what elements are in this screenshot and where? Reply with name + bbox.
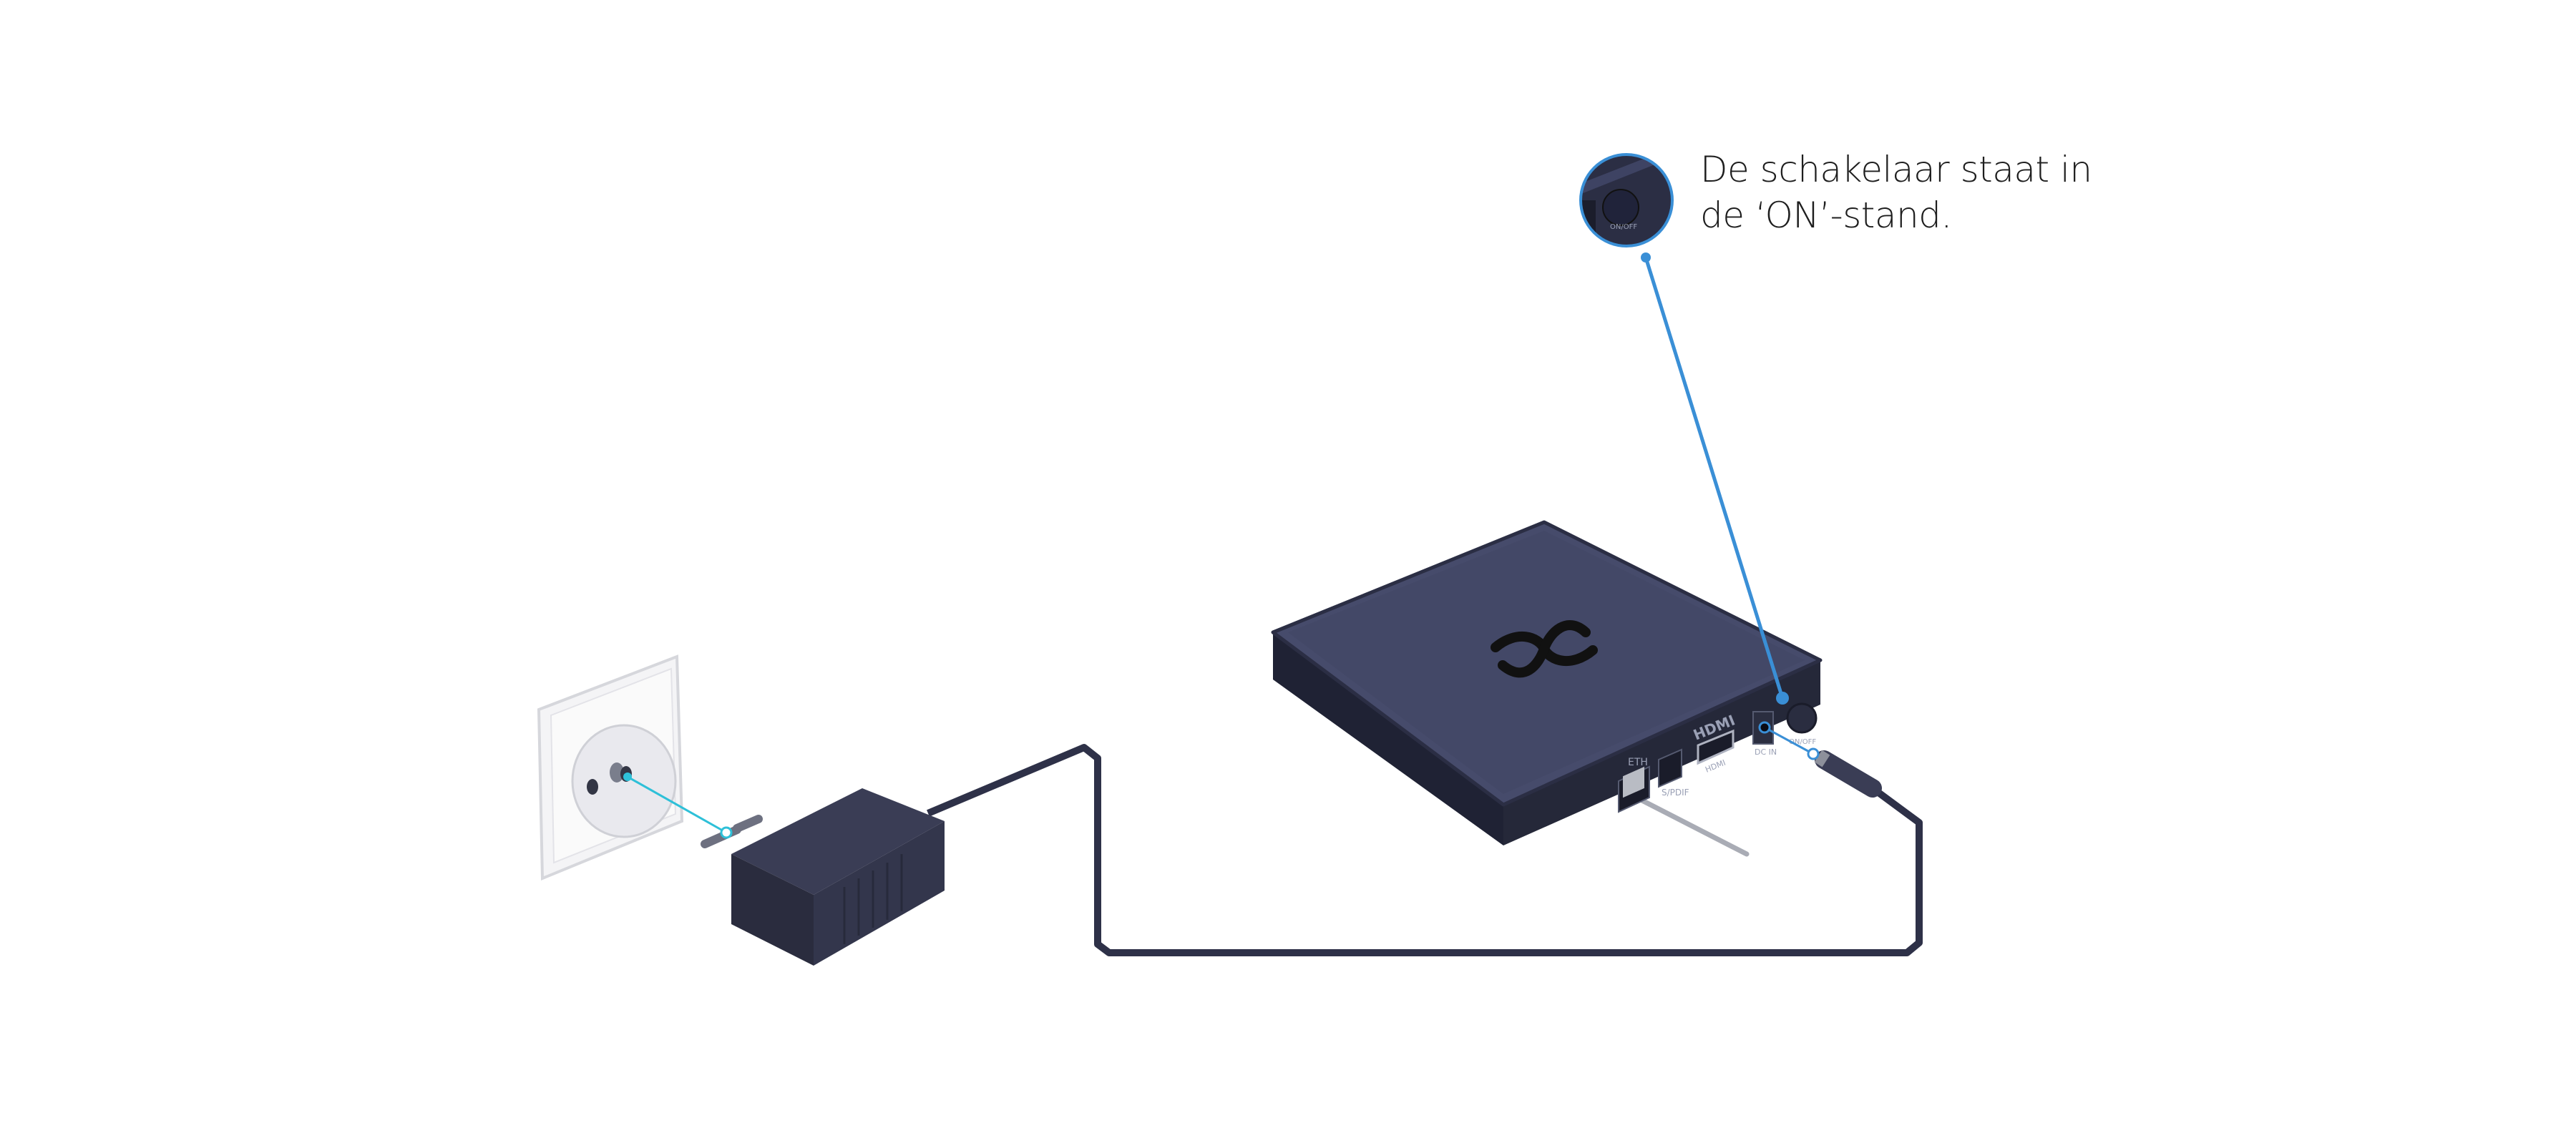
dc-in-port: DC IN — [1752, 711, 1777, 757]
set-top-box: ETH S/PDIF HDMI HDMI DC IN ON/OFF — [1271, 520, 1823, 845]
callout-line-1: De schakelaar staat in — [1700, 149, 2092, 190]
ethernet-cable — [1632, 794, 1750, 857]
socket-indicator — [623, 772, 733, 839]
power-switch-label: ON/OFF — [1789, 738, 1816, 746]
dc-plug — [1814, 750, 1882, 798]
dc-indicator — [1758, 721, 1820, 760]
eth-port: ETH — [1618, 757, 1650, 813]
callout-pointer — [1641, 252, 1789, 705]
wall-socket — [537, 654, 684, 881]
eth-label: ETH — [1628, 757, 1648, 768]
power-adapter — [701, 788, 945, 966]
power-switch[interactable]: ON/OFF — [1786, 702, 1818, 746]
dc-in-label: DC IN — [1755, 747, 1777, 757]
hdmi-label: HDMI — [1704, 758, 1727, 775]
spdif-label: S/PDIF — [1662, 788, 1689, 798]
callout-text: De schakelaar staat in de ‘ON’-stand. — [1700, 147, 2092, 238]
callout-zoom-circle: ON/OFF — [1579, 153, 1674, 247]
brand-logo — [1491, 620, 1598, 678]
callout-line-2: de ‘ON’-stand. — [1700, 195, 1952, 236]
zoom-switch-label: ON/OFF — [1610, 223, 1637, 231]
power-cable — [927, 744, 1923, 956]
spdif-port: S/PDIF — [1658, 748, 1689, 798]
